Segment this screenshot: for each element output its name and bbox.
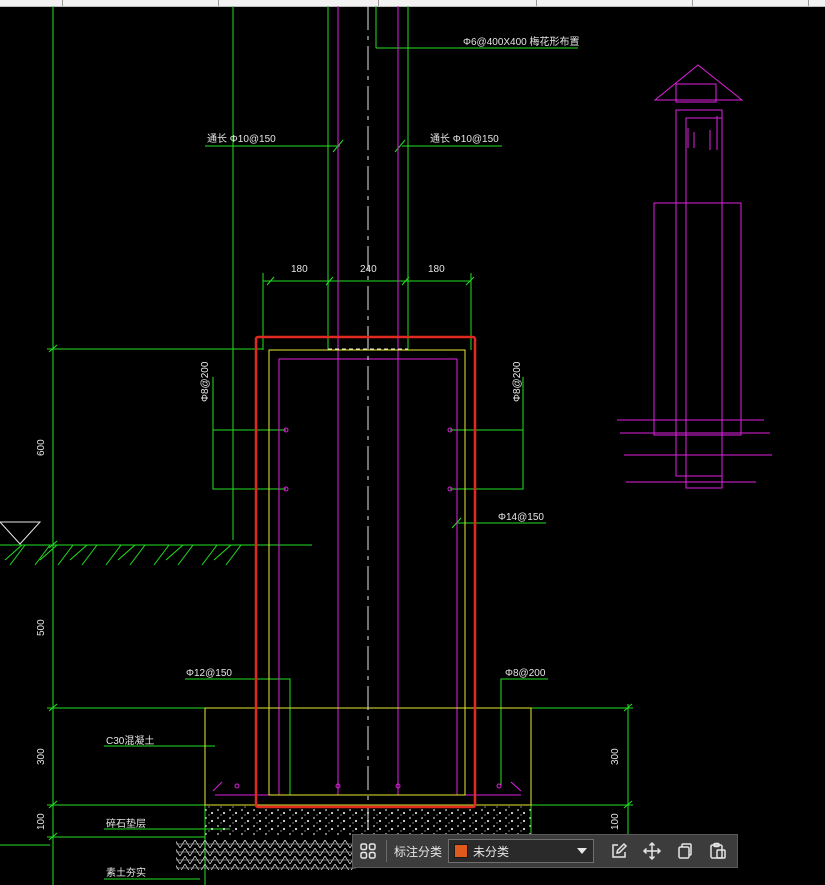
label-right-vertical: 通长 Φ10@150 [430,133,499,145]
chevron-down-icon [577,848,588,854]
ribbon-divider [218,0,219,6]
category-value: 未分类 [473,844,510,859]
annotation-toolbar: 标注分类 未分类 [352,834,738,868]
edit-icon[interactable] [602,836,635,866]
dim-100-right: 100 [610,813,621,830]
dim-300-left: 300 [36,748,47,765]
dim-500: 500 [36,619,47,636]
paste-icon[interactable] [701,836,734,866]
category-label: 标注分类 [394,844,443,859]
grid-apps-icon[interactable] [353,836,383,866]
label-soil: 素土夯实 [106,866,146,879]
dim-100-left: 100 [36,813,47,830]
label-gravel: 碎石垫层 [106,817,146,830]
label-stirrup-top: Φ6@400X400 梅花形布置 [463,35,580,48]
foundation-outline [204,349,532,806]
ribbon-divider [692,0,693,6]
ribbon-divider [62,0,63,6]
move-icon[interactable] [635,836,668,866]
label-right-vert-bar: Φ8@200 [512,361,523,402]
ribbon-divider [378,0,379,6]
label-left-vert-bar: Φ8@200 [200,361,211,402]
ribbon-divider [808,0,809,6]
category-select[interactable]: 未分类 [448,839,595,863]
dim-180-right: 180 [428,264,445,275]
top-ribbon [0,0,825,7]
label-concrete: C30混凝土 [106,734,154,747]
dim-180-left: 180 [291,264,308,275]
selection-box[interactable] [254,335,477,809]
gravel-bed [205,806,531,836]
label-bar-12: Φ12@150 [186,668,232,679]
elevation-marker-icon [0,521,42,545]
dim-240: 240 [360,264,377,275]
toolbar-divider [386,840,387,862]
label-bar-8-bottom: Φ8@200 [505,668,546,679]
stirrup-detail [617,64,772,489]
label-left-vertical: 通长 Φ10@150 [207,133,276,145]
label-bar-14: Φ14@150 [498,512,544,523]
ground-line-hatch [0,544,250,566]
ribbon-divider [536,0,537,6]
category-color-swatch [454,844,469,858]
dim-300-right: 300 [610,748,621,765]
dim-600: 600 [36,439,47,456]
copy-icon[interactable] [668,836,701,866]
outline-lines [0,6,633,885]
soil-hatch [176,840,356,870]
